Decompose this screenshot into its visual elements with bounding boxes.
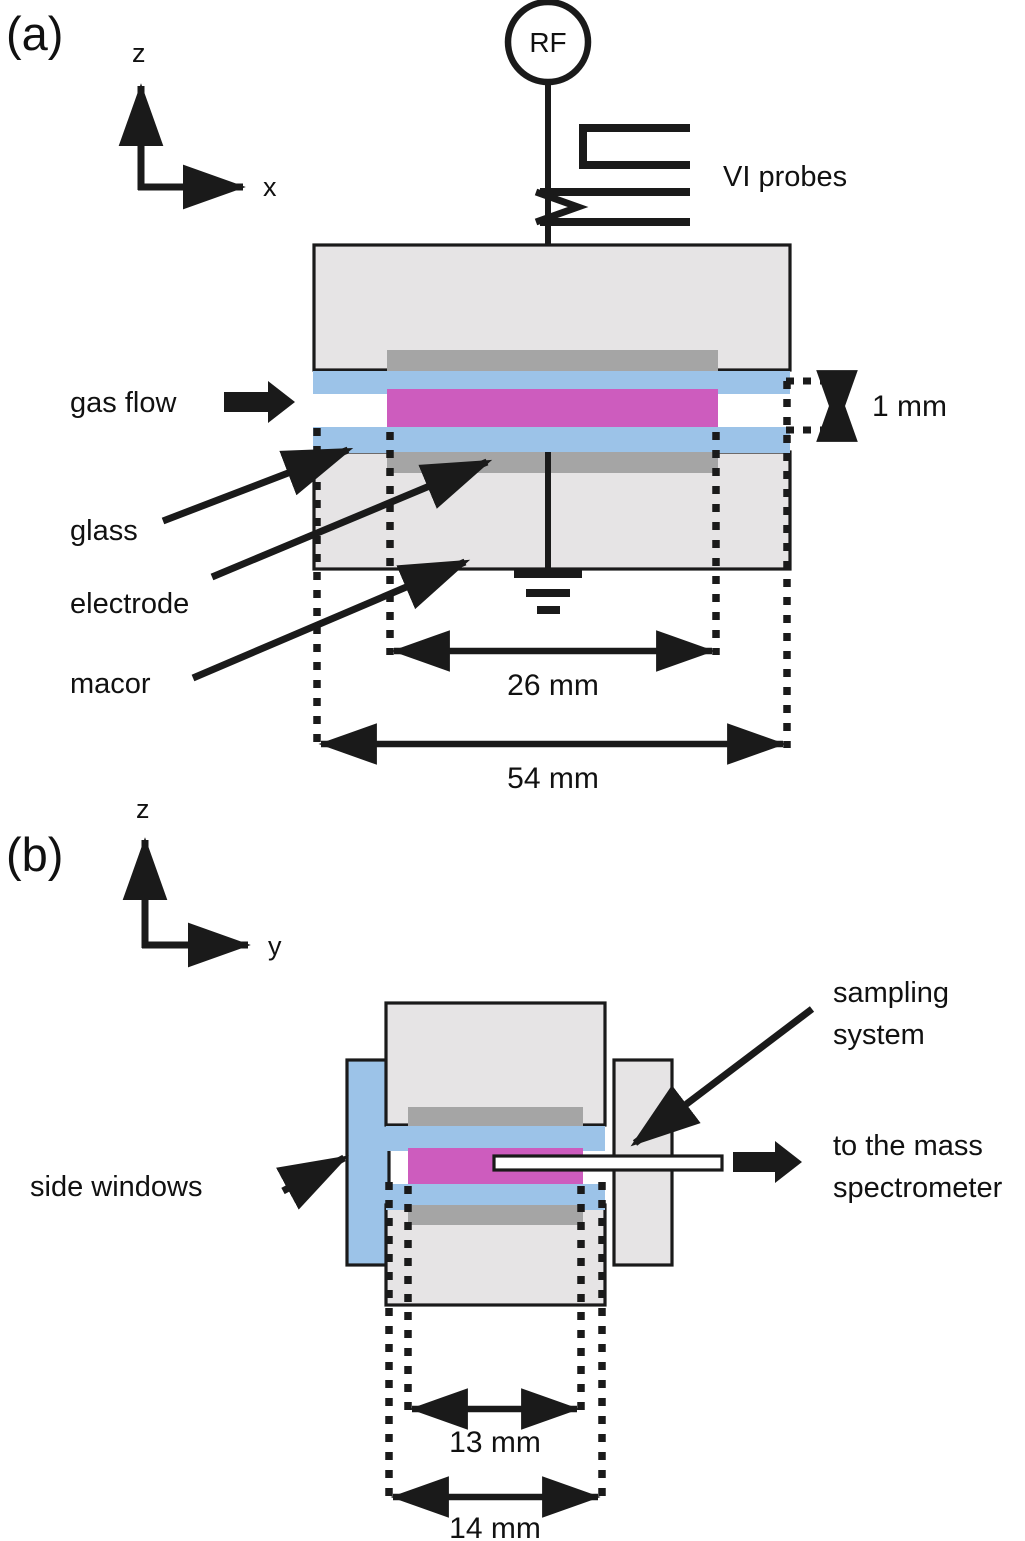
plasma-region-a <box>387 389 718 432</box>
side-windows-annotation: side windows <box>30 1154 349 1210</box>
gas-flow-label: gas flow <box>70 387 177 419</box>
electrode-leader-arrow <box>210 458 493 581</box>
glass-leader-arrow <box>161 446 354 525</box>
vi-probe-zigzag <box>534 188 589 226</box>
dim-54mm-label: 54 mm <box>507 762 599 795</box>
macor-upper-block-b <box>384 1001 607 1127</box>
dimension-14mm: 14 mm <box>390 1476 601 1541</box>
panel-b-label: (b) <box>6 828 63 881</box>
panel-b: (b) z y side windows <box>6 794 1003 1541</box>
electrode-upper-b <box>408 1107 583 1127</box>
mass-spectrometer-arrow-icon <box>733 1141 802 1183</box>
electrode-lower-a <box>387 452 718 473</box>
rf-source-label: RF <box>529 27 566 58</box>
glass-label: glass <box>70 515 138 547</box>
dimension-1mm: 1 mm <box>786 370 947 442</box>
electrode-label: electrode <box>70 588 189 620</box>
side-windows-label: side windows <box>30 1171 202 1203</box>
panel-a-axes: z x <box>118 38 277 210</box>
dim-26mm-label: 26 mm <box>507 669 599 702</box>
dim-13mm-label: 13 mm <box>449 1426 541 1459</box>
panel-a: (a) z x RF VI probes <box>6 0 947 795</box>
vi-probes: VI probes <box>534 124 847 226</box>
vi-probes-label: VI probes <box>723 161 847 193</box>
macor-label: macor <box>70 668 151 700</box>
dimension-guides-b <box>385 1182 606 1500</box>
gas-flow-annotation: gas flow <box>70 381 295 423</box>
dimension-13mm: 13 mm <box>409 1388 580 1459</box>
macor-upper-block-a <box>312 243 792 372</box>
macor-leader-arrow <box>191 558 471 682</box>
leader-annotations-a: glass electrode macor <box>70 446 493 700</box>
electrode-lower-b <box>408 1205 583 1225</box>
glass-upper-b <box>386 1126 605 1151</box>
vi-probe-bracket <box>579 124 690 169</box>
dim-1mm-label: 1 mm <box>872 390 947 423</box>
x-axis-label-a: x <box>263 172 277 202</box>
mass-spectrometer-label-line1: to the mass <box>833 1130 983 1162</box>
z-axis-label-b: z <box>136 794 150 824</box>
mass-spectrometer-label-line2: spectrometer <box>833 1172 1003 1204</box>
sampling-system-leader-arrow <box>630 1006 815 1147</box>
electrode-upper-a <box>387 350 718 371</box>
glass-upper-a <box>313 371 790 394</box>
dimension-guides-a <box>313 381 791 748</box>
sampling-tube-b <box>492 1154 724 1172</box>
gas-flow-arrow-icon <box>224 381 295 423</box>
y-axis-label-b: y <box>268 931 282 961</box>
mass-spectrometer-annotation: to the mass spectrometer <box>733 1130 1003 1204</box>
ground-connection-a <box>514 452 582 614</box>
z-axis-label-a: z <box>132 38 146 68</box>
sampling-system-label-line2: system <box>833 1019 925 1051</box>
panel-b-axes: z y <box>122 794 282 968</box>
panel-a-label: (a) <box>6 7 63 60</box>
side-windows-leader-arrow <box>276 1154 349 1210</box>
dim-14mm-label: 14 mm <box>449 1512 541 1541</box>
dimension-26mm: 26 mm <box>391 630 715 702</box>
side-window-left-b <box>345 1058 391 1267</box>
sampling-system-label-line1: sampling <box>833 977 949 1009</box>
dimension-54mm: 54 mm <box>318 723 786 795</box>
sampling-system-annotation: sampling system <box>630 977 949 1147</box>
